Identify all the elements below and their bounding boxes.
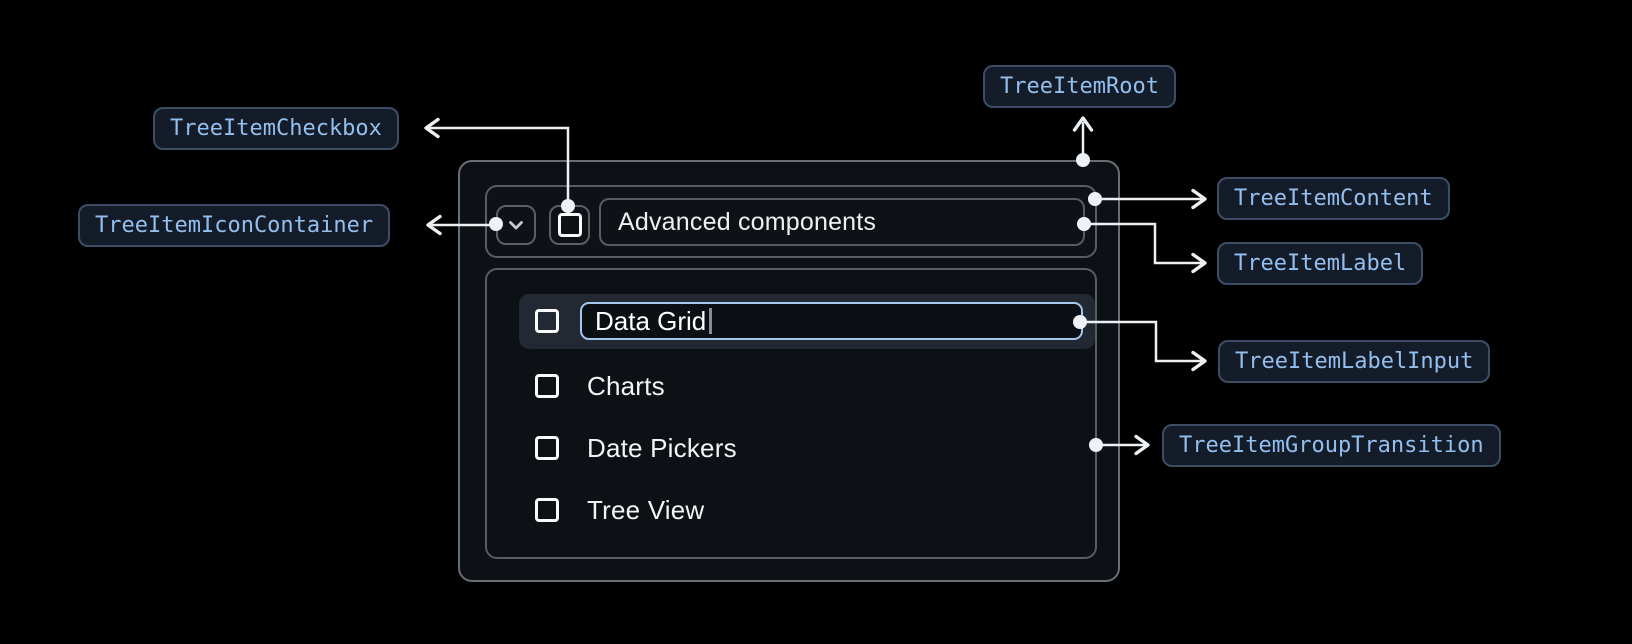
tree-row[interactable]: Charts bbox=[535, 364, 665, 408]
badge-tree-item-label: TreeItemLabel bbox=[1217, 242, 1424, 285]
text-cursor-icon bbox=[709, 308, 713, 334]
label-input-value: Data Grid bbox=[595, 305, 707, 336]
badge-tree-item-root: TreeItemRoot bbox=[983, 65, 1176, 108]
tree-item-icon-container[interactable] bbox=[496, 205, 536, 245]
checkbox-icon[interactable] bbox=[535, 374, 559, 398]
chevron-down-icon bbox=[509, 221, 523, 230]
badge-tree-item-group-transition: TreeItemGroupTransition bbox=[1162, 424, 1501, 467]
parent-label: Advanced components bbox=[618, 207, 877, 236]
tree-item-checkbox[interactable] bbox=[549, 205, 590, 245]
badge-tree-item-checkbox: TreeItemCheckbox bbox=[153, 107, 399, 150]
checkbox-icon[interactable] bbox=[535, 309, 559, 333]
tree-row-editing[interactable]: Data Grid bbox=[519, 294, 1095, 349]
checkbox-icon[interactable] bbox=[535, 436, 559, 460]
tree-row[interactable]: Tree View bbox=[535, 488, 704, 532]
arrowhead-left-icon bbox=[424, 117, 440, 139]
checkbox-icon[interactable] bbox=[535, 498, 559, 522]
tree-item-label-input[interactable]: Data Grid bbox=[580, 302, 1083, 340]
tree-item-group-transition: Data Grid Charts Date Pickers Tree View bbox=[485, 268, 1097, 559]
tree-row-label: Tree View bbox=[587, 494, 705, 525]
tree-row-label: Charts bbox=[587, 370, 665, 401]
badge-tree-item-content: TreeItemContent bbox=[1217, 177, 1450, 220]
badge-tree-item-label-input: TreeItemLabelInput bbox=[1218, 340, 1491, 383]
tree-item-label[interactable]: Advanced components bbox=[599, 198, 1085, 246]
tree-row[interactable]: Date Pickers bbox=[535, 426, 737, 470]
arrowhead-right-icon bbox=[1191, 252, 1207, 274]
arrowhead-right-icon bbox=[1191, 188, 1207, 210]
arrowhead-right-icon bbox=[1191, 350, 1207, 372]
tree-item-root-panel: Advanced components Data Grid Charts Dat… bbox=[458, 160, 1120, 582]
arrowhead-right-icon bbox=[1134, 434, 1150, 456]
tree-row-label: Date Pickers bbox=[587, 432, 737, 463]
tree-item-content[interactable]: Advanced components bbox=[485, 185, 1097, 258]
arrowhead-up-icon bbox=[1072, 116, 1094, 132]
badge-tree-item-icon-container: TreeItemIconContainer bbox=[78, 204, 391, 247]
checkbox-icon bbox=[557, 213, 582, 237]
arrowhead-left-icon bbox=[426, 214, 442, 236]
